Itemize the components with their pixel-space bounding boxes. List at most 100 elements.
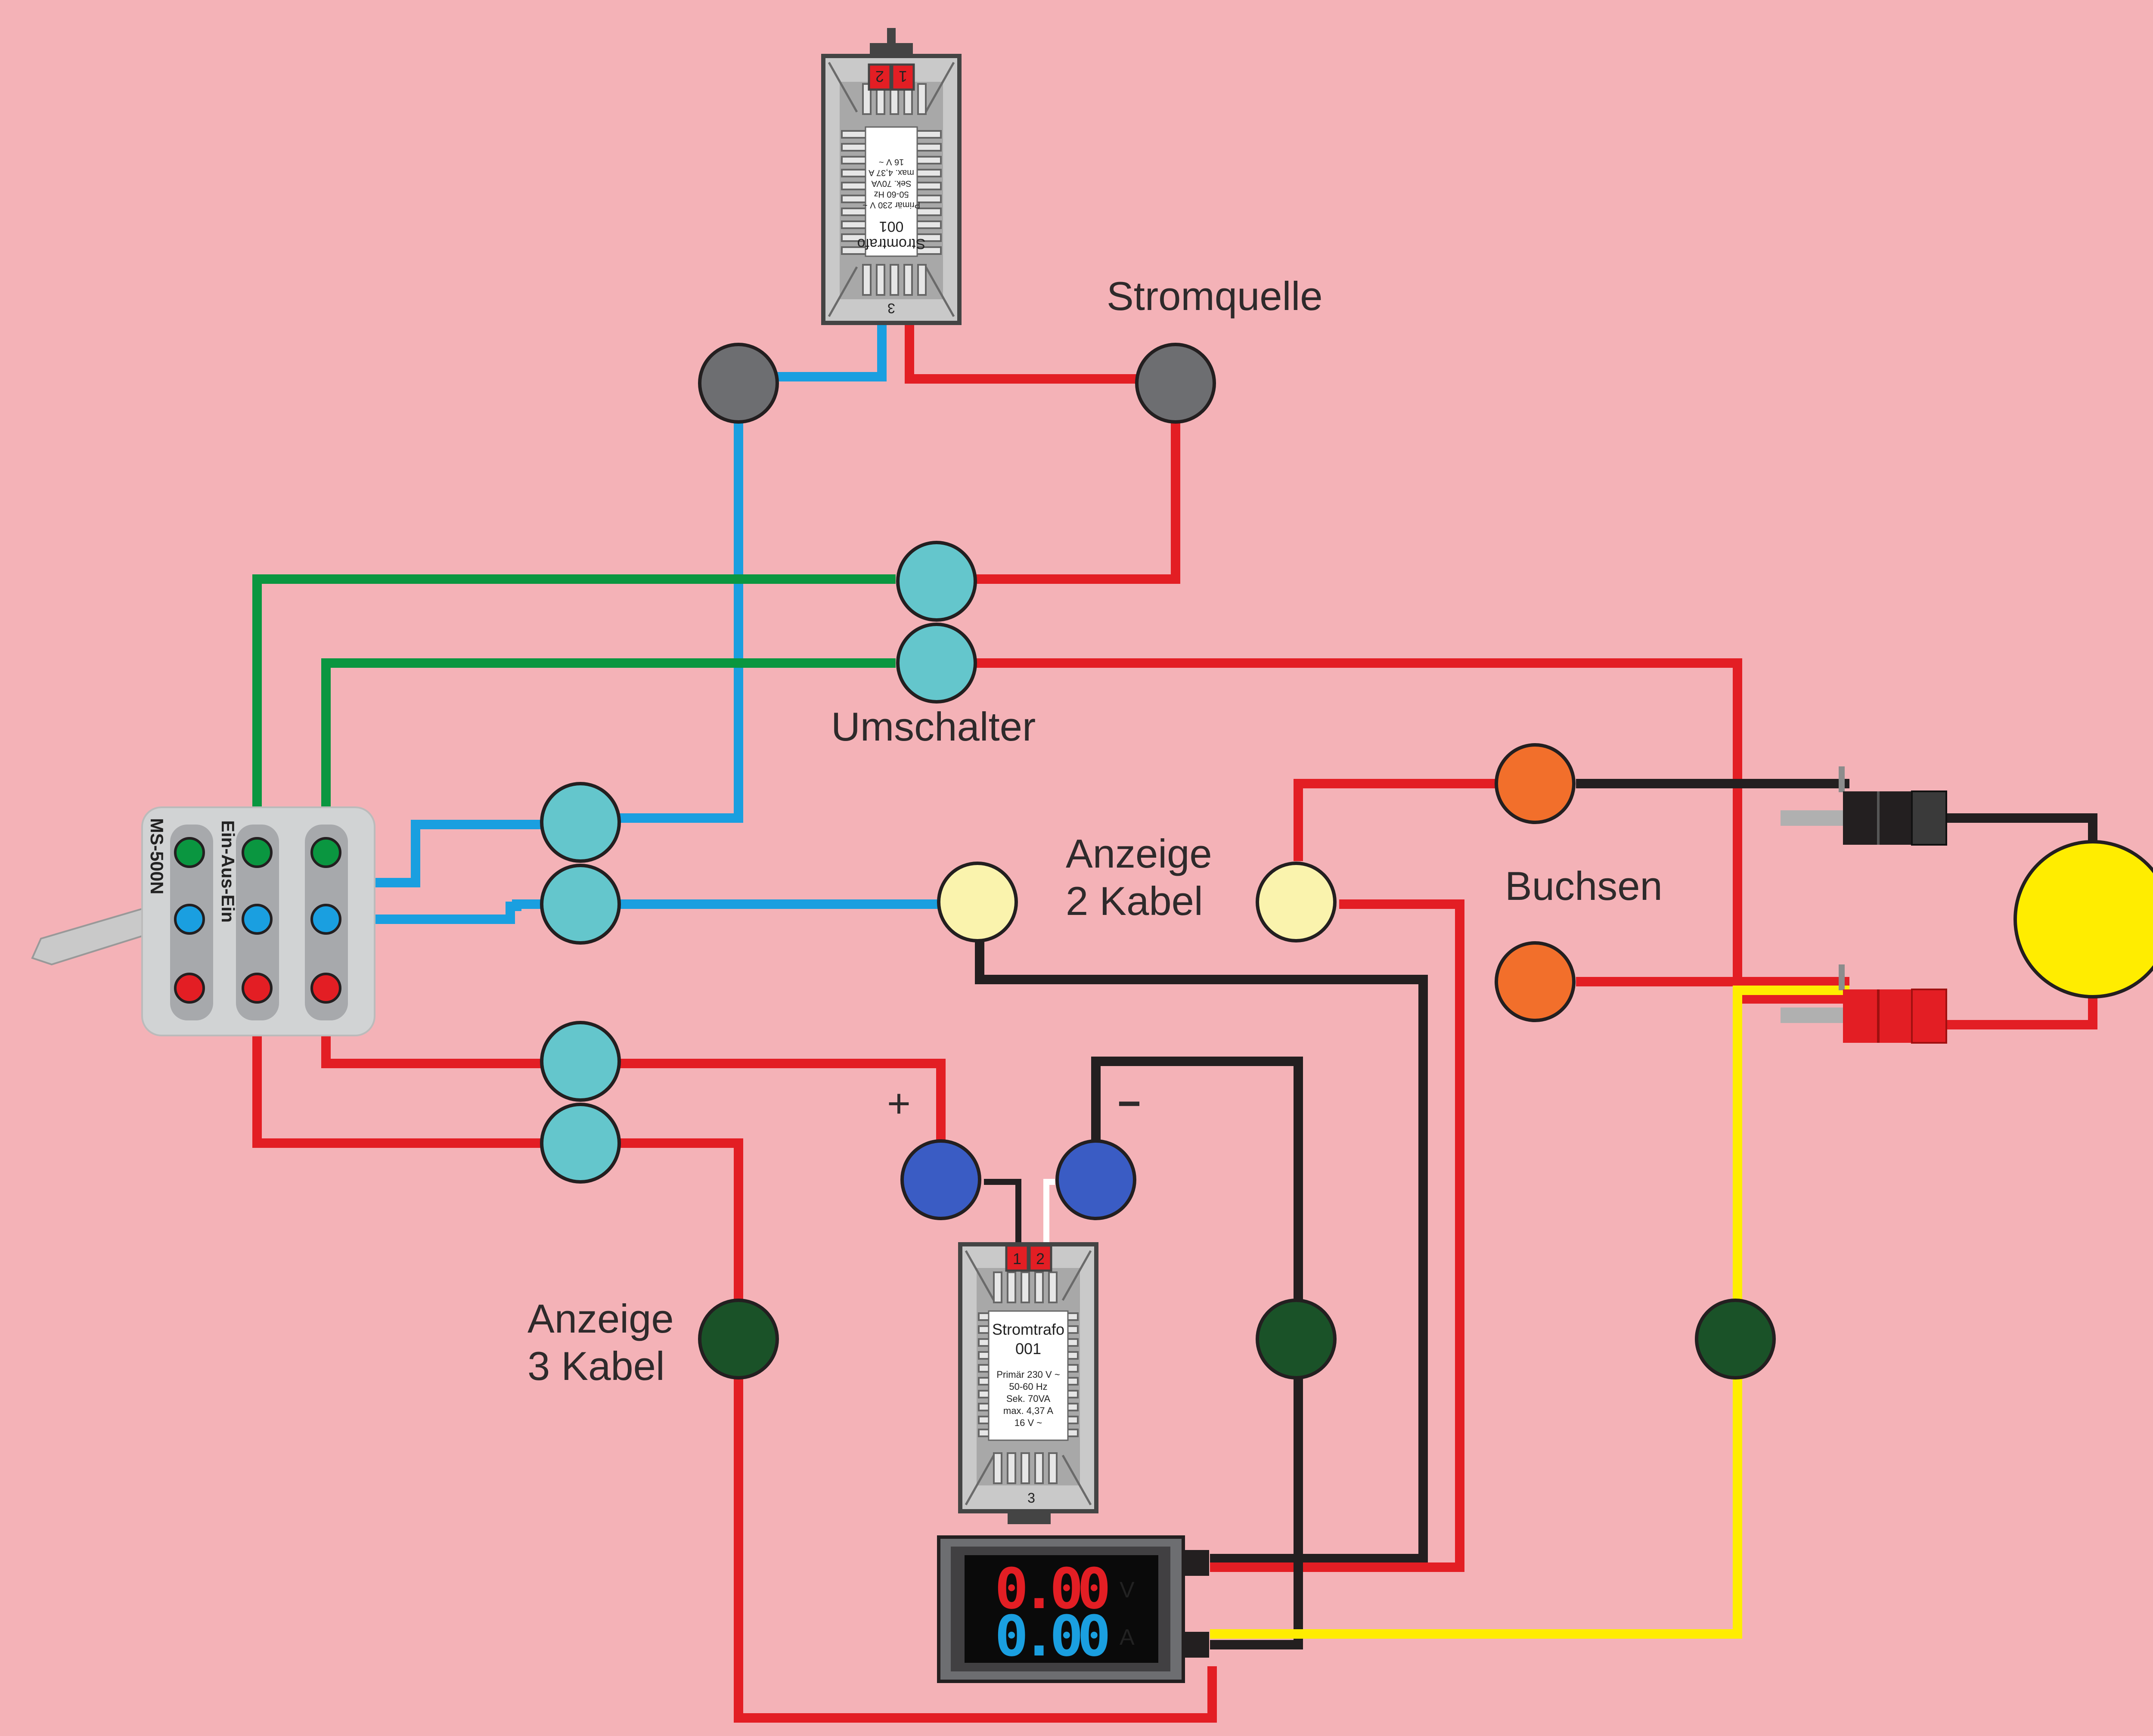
transformer-top-title: Stromtrafo [857,236,926,252]
transformer-top-foot [870,43,913,56]
transformer-top-spec-1: Primär 230 V ~ [862,200,920,210]
transformer-bottom-label-plate [988,1310,1069,1441]
transformer-top-terminal-2 [868,63,892,91]
wire-black-plus-to-trafo [984,1179,1021,1251]
plug-red-grip [1911,989,1947,1044]
terminal-source-left[interactable] [698,343,779,424]
plug-black-flange [1839,766,1845,792]
terminal-block-top-1[interactable] [540,782,621,863]
label-anzeige2-line1: Anzeige [1066,831,1212,876]
terminal-umschalter-top[interactable] [896,541,977,622]
transformer-bottom-ribs [965,1250,1092,1506]
transformer-top-terminal-1-label: 1 [899,68,907,85]
transformer-bottom-spec-1: Primär 230 V ~ [996,1369,1060,1380]
terminal-minus[interactable] [1055,1139,1136,1220]
transformer-bottom-spec-3: Sek. 70VA [1006,1393,1051,1404]
label-umschalter: Umschalter [831,704,1036,749]
terminal-anzeige2-right[interactable] [1256,862,1337,942]
terminal-buchse-top[interactable] [1495,743,1576,824]
transformer-bottom-terminal-2-label: 2 [1036,1250,1045,1268]
terminal-anzeige3-left[interactable] [698,1299,779,1380]
meter-voltage-unit: V [1120,1578,1135,1603]
transformer-top-number: 001 [879,218,904,235]
plug-black[interactable] [1781,766,1947,846]
wire-black-anzeige2-left-to-meter [975,939,1428,1563]
transformer-bottom-spec-4: max. 4,37 A [1003,1405,1054,1416]
wire-red-anzeige2-right-to-meter [1210,899,1464,1572]
wire-red-source-to-umschalter [939,385,1180,584]
wire-red-anzeige2-to-orange-top [1294,779,1498,861]
label-minus: − [1117,1081,1141,1126]
switch-pin-blue-right [310,904,341,935]
switch-pin-red-right [310,973,341,1004]
transformer-bottom-number: 001 [1015,1340,1041,1358]
transformer-top-pin [887,28,896,43]
meter-voltage-reading: 0.00 [995,1556,1111,1621]
transformer-top-spec-4: max. 4,37 A [869,168,914,177]
transformer-bottom-terminal-2 [1028,1244,1052,1272]
transformer-bottom-foot [1008,1511,1051,1524]
switch-pin-green-left [174,837,205,868]
wire-white-minus-to-trafo [1043,1179,1055,1251]
terminal-block-bottom-1[interactable] [540,1021,621,1102]
meter-connector-bottom [1183,1632,1209,1658]
transformer-bottom-title: Stromtrafo [992,1321,1064,1338]
terminal-anzeige2-left[interactable] [937,862,1018,942]
terminal-block-top-2[interactable] [540,864,621,945]
wire-red-plug-to-lamp [1946,990,2097,1029]
wire-red-umschalter-to-socket [939,658,1849,1004]
label-stromquelle: Stromquelle [1107,273,1323,319]
wire-black-minus-to-meter [1091,1057,1303,1649]
switch-pin-blue-mid [242,904,273,935]
wire-green-umschalter-top [252,574,896,855]
terminal-buchse-bottom[interactable] [1495,941,1576,1022]
toggle-switch[interactable]: MS-500N Ein-Aus-Ein [31,806,375,1036]
transformer-bottom-terminal-1-label: 1 [1013,1250,1021,1268]
transformer-bottom: Stromtrafo 001 Primär 230 V ~ 50-60 Hz S… [958,1242,1098,1524]
plug-black-grip [1911,790,1947,846]
switch-mode-label: Ein-Aus-Ein [218,820,238,923]
wire-blue-switch-right-to-block-bottom [326,899,581,924]
switch-pin-red-mid [242,973,273,1004]
terminal-block-bottom-2[interactable] [540,1103,621,1184]
wire-red-trafo-to-source-right [905,316,1176,384]
transformer-top-label-plate [865,126,918,257]
terminal-umschalter-bottom[interactable] [896,623,977,704]
switch-pin-green-right [310,837,341,868]
terminal-anzeige3-mid[interactable] [1256,1299,1337,1380]
plug-red-flange [1839,964,1845,990]
terminal-anzeige3-right[interactable] [1695,1299,1776,1380]
wire-blue-source-to-switch-block [620,388,743,823]
transformer-bottom-terminal-1 [1005,1244,1029,1272]
label-plus: + [887,1081,911,1126]
transformer-bottom-spec-2: 50-60 Hz [1009,1381,1047,1392]
meter-current-unit: A [1120,1625,1135,1650]
wire-red-switch-mid-to-anzeige3 [252,988,1217,1723]
transformer-top-spec-2: 50-60 Hz [874,189,909,199]
transformer-top-spec-3: Sek. 70VA [871,179,912,188]
meter-connector-top [1183,1550,1209,1576]
label-anzeige3-line2: 3 Kabel [527,1343,665,1389]
transformer-top-terminal-2-label: 2 [875,68,884,85]
terminal-plus[interactable] [900,1139,981,1220]
transformer-top-terminal-1 [891,63,915,91]
label-anzeige2-line2: 2 Kabel [1066,878,1203,924]
terminals [540,343,1776,1380]
plug-red[interactable] [1781,964,1947,1044]
volt-amp-meter: 0.00 V 0.00 A [937,1535,1209,1683]
lamp [2013,840,2153,998]
transformer-top-spec-5: 16 V ~ [879,157,904,167]
transformer-bottom-spec-5: 16 V ~ [1014,1417,1042,1428]
transformer-top: Stromtrafo 001 Primär 230 V ~ 50-60 Hz S… [821,28,962,325]
switch-pin-blue-left [174,904,205,935]
wire-blue-trafo-to-source-left [758,316,887,381]
transformer-top-terminal-3-label: 3 [887,301,895,316]
switch-model-label: MS-500N [147,818,167,894]
terminal-source-right[interactable] [1135,343,1216,424]
transformer-bottom-terminal-3-label: 3 [1027,1490,1035,1506]
plug-red-pin [1781,1008,1849,1023]
transformer-top-ribs [828,62,955,317]
wire-green-umschalter-bottom [321,658,896,855]
switch-pin-green-mid [242,837,273,868]
